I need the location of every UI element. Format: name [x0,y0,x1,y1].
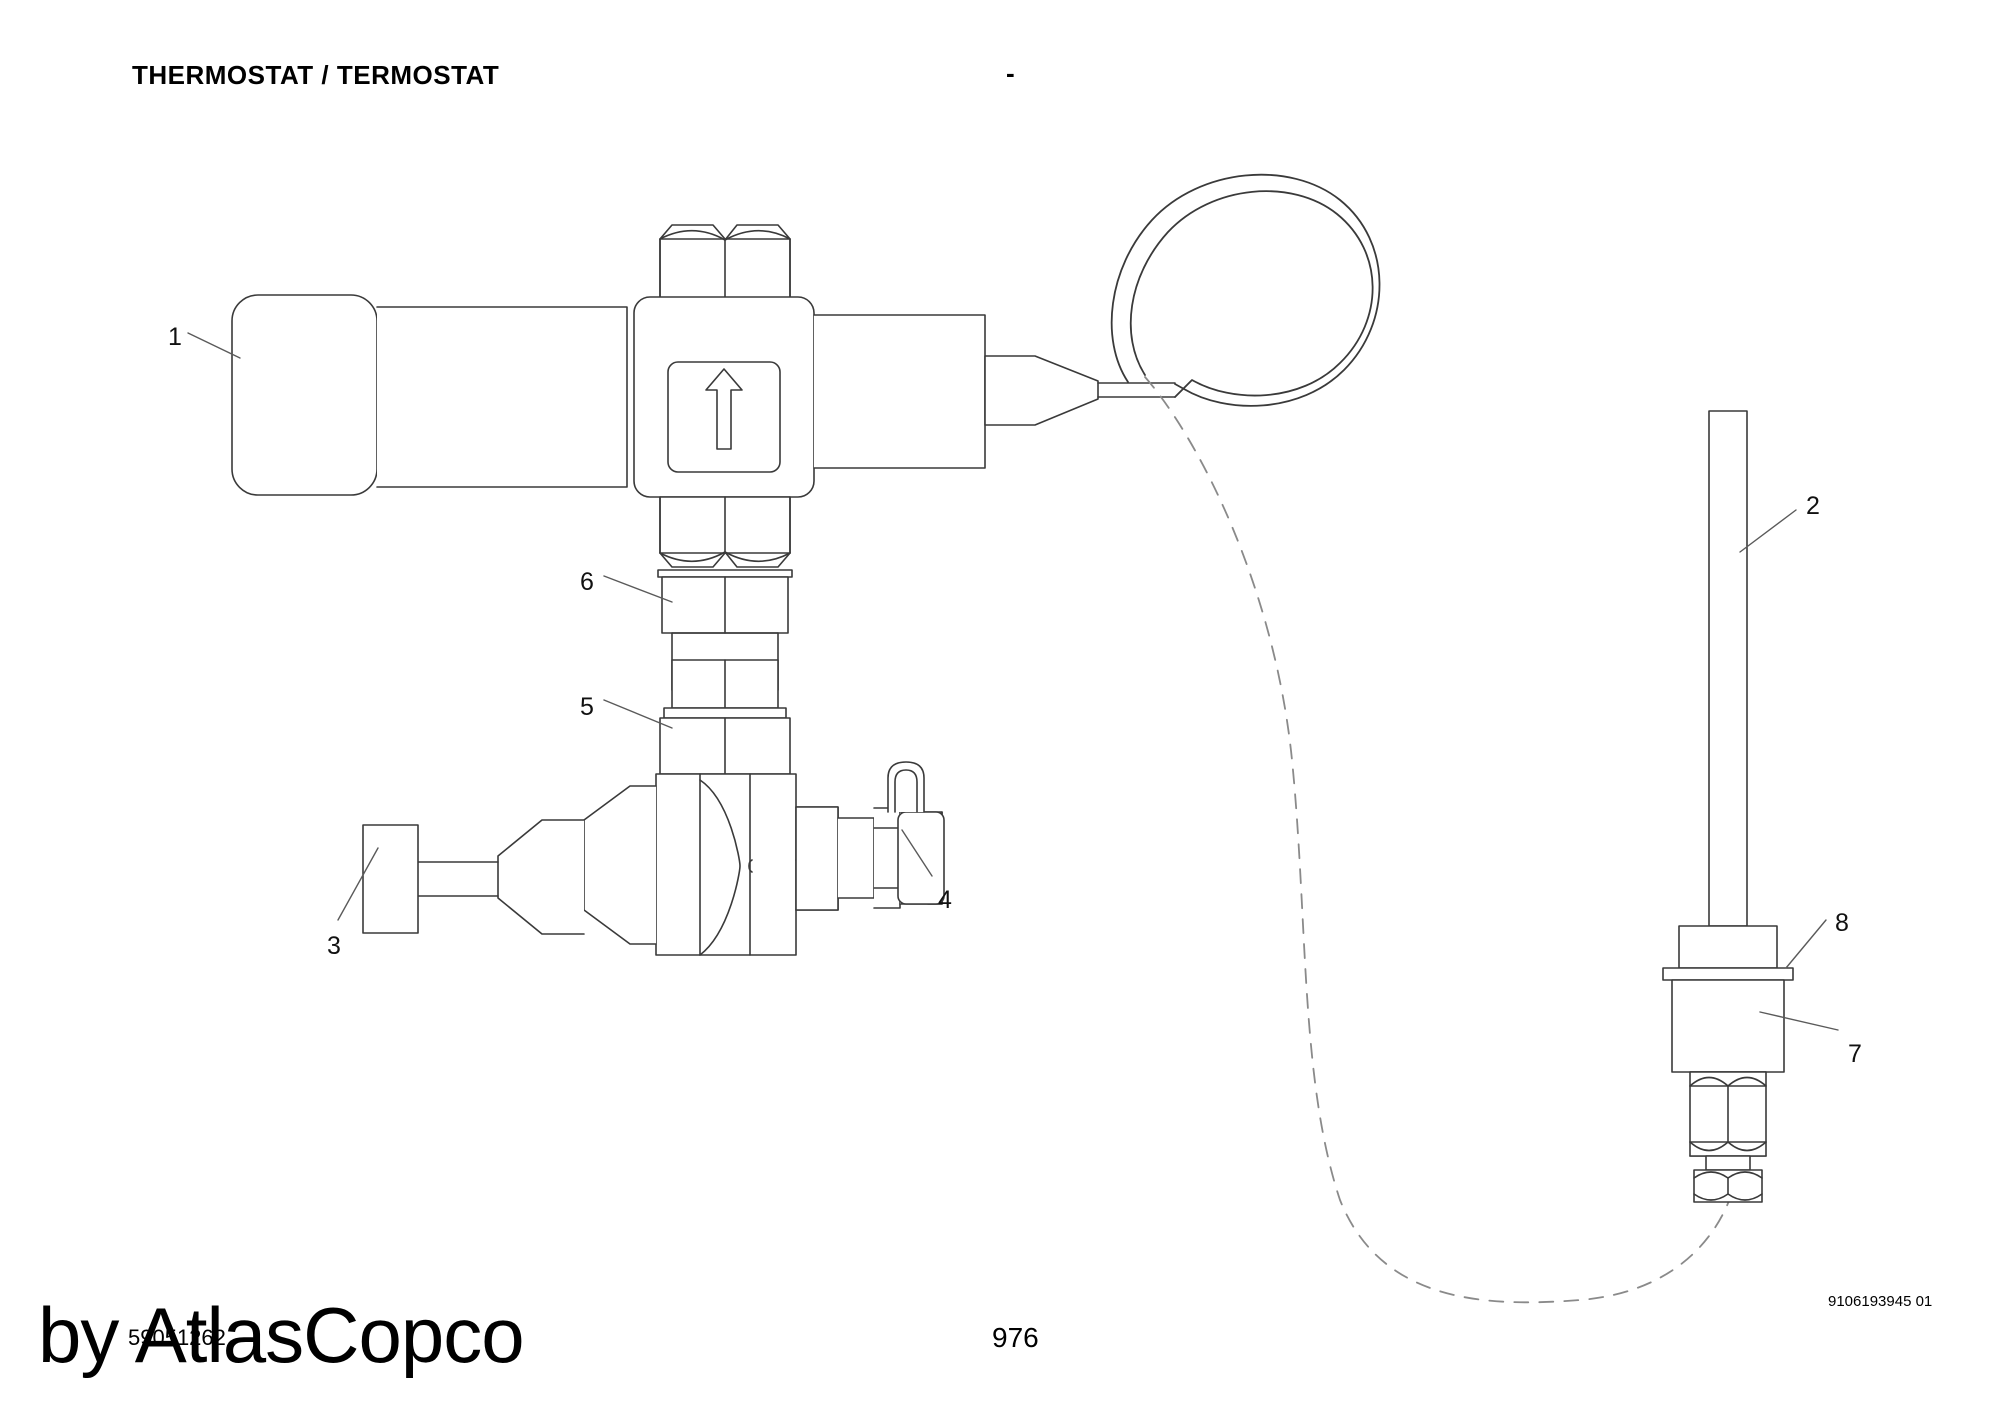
top-hex-nut [659,224,791,301]
callout-6: 6 [580,568,594,596]
part-4-outlet-fitting [887,761,945,905]
leader-2 [1739,509,1797,553]
capillary-coil [1110,173,1381,407]
riser-pipe [657,496,793,775]
part-code: 9106193945 01 [1828,1293,1933,1310]
callout-2: 2 [1806,492,1820,520]
capillary-dashed-route [1144,376,1741,1304]
page-title: THERMOSTAT / TERMOSTAT [132,60,500,90]
part-1-end-cap [231,294,378,496]
callout-leader-lines [187,332,1839,1031]
valve-right-outlet [813,314,986,469]
sensor-head-assembly [1662,925,1794,1203]
lower-valve-body [362,761,945,956]
sensor-hex-nut-large [1689,1071,1767,1157]
callout-3: 3 [327,932,341,960]
part-2-sensor-probe [1708,410,1748,927]
valve-barrel [376,306,628,488]
leader-5 [603,699,673,729]
leader-8 [1785,919,1827,969]
callout-5: 5 [580,693,594,721]
page-number: 976 [992,1322,1039,1353]
leader-1 [187,332,241,359]
valve-block [633,296,815,498]
part-5-lower-coupling [659,707,791,775]
header-center-mark: - [1006,58,1015,88]
sensor-hex-nut-small [1693,1169,1763,1203]
part-7-sleeve [1671,979,1785,1073]
callout-7: 7 [1848,1040,1862,1068]
part-3-knob [362,824,419,934]
callout-4: 4 [938,886,952,914]
leader-4 [901,829,933,877]
callout-1: 1 [168,323,182,351]
leader-6 [603,575,673,603]
capillary-gland [984,355,1176,426]
part-8-flange [1662,967,1794,981]
callout-8: 8 [1835,909,1849,937]
part-6-upper-coupling [657,569,793,634]
leader-7 [1759,1011,1839,1031]
drawing-number: 59051262 [128,1325,226,1350]
leader-3 [337,847,379,921]
flow-direction-arrow-icon [705,368,743,450]
atlas-copco-logo: by AtlasCopco [38,1291,525,1379]
bottom-hex-nut [659,496,791,568]
riser-pipe-section [671,632,779,709]
